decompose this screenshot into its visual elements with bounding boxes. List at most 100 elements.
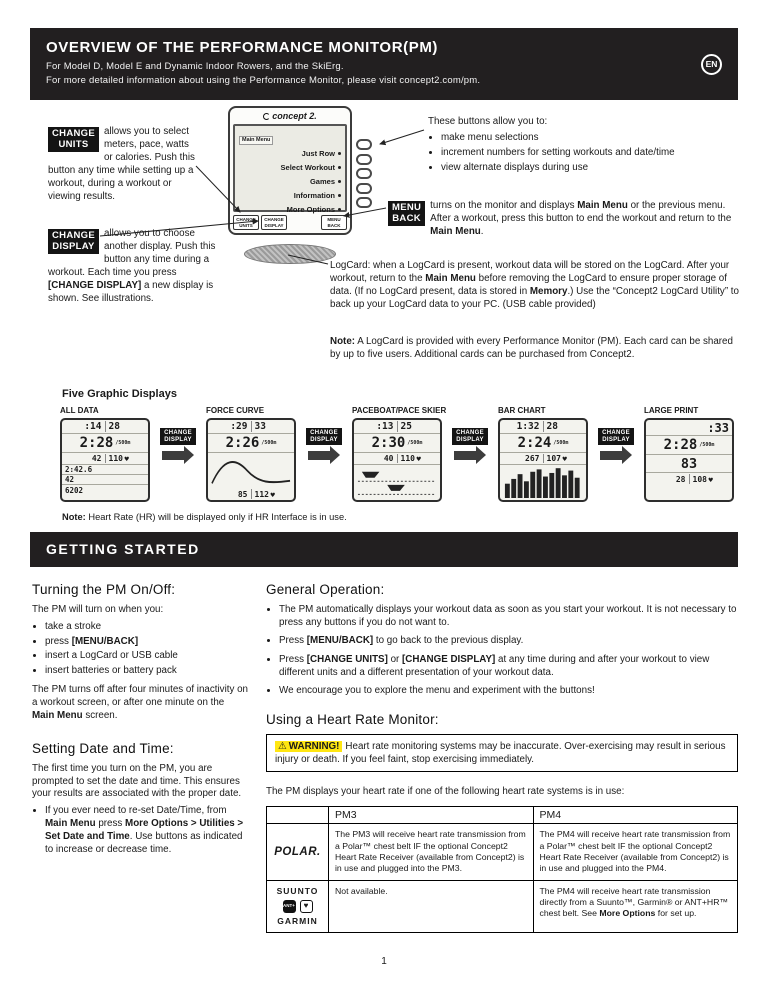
side-button (356, 139, 372, 150)
general-operation-heading: General Operation: (266, 582, 385, 597)
hr-note: Note: Heart Rate (HR) will be displayed … (62, 512, 347, 522)
logcard-paragraph: LogCard: when a LogCard is present, work… (330, 260, 739, 310)
buttons-info-item: make menu selections (441, 132, 740, 145)
buttons-info-title: These buttons allow you to: (428, 116, 548, 127)
menu-dot-icon (338, 207, 341, 211)
divider (396, 421, 398, 432)
on-off-item: insert batteries or battery pack (45, 665, 248, 678)
table-row-suunto-garmin: SUUNTO ANT+ ♥ GARMIN Not available. The … (266, 879, 738, 933)
heart-icon: ♥ (415, 456, 422, 463)
on-off-outro: The PM turns off after four minutes of i… (32, 683, 248, 721)
polar-pm3-cell: The PM3 will receive heart rate transmis… (328, 823, 534, 881)
badge-line: UNITS (58, 138, 89, 150)
divider (104, 421, 106, 432)
heart-rate-table: PM3 PM4 POLAR. The PM3 will receive hear… (266, 806, 738, 933)
warning-chip: ⚠WARNING! (275, 741, 343, 753)
polar-logo-cell: POLAR. (266, 823, 329, 881)
divider (688, 474, 690, 484)
right-arrow-icon (308, 446, 340, 465)
heart-icon: ♥ (561, 456, 568, 463)
belt-icons: ANT+ ♥ (273, 899, 322, 913)
on-off-item: insert a LogCard or USB cable (45, 650, 248, 663)
heart-rate-heading: Using a Heart Rate Monitor: (266, 712, 439, 728)
pm-menu-back-button: MENU BACK (321, 215, 347, 230)
logcard-note: Note: A LogCard is provided with every P… (330, 336, 733, 360)
table-header-row: PM3 PM4 (266, 806, 738, 825)
suunto-logo: SUUNTO (276, 885, 319, 896)
header-subtitle-info: For more detailed information about usin… (46, 75, 481, 86)
language-badge: EN (701, 54, 722, 75)
logcard-slot (244, 244, 336, 264)
pm-body: concept 2. Main Menu Just Row Select Wor… (228, 106, 352, 235)
header-subtitle-models: For Model D, Model E and Dynamic Indoor … (46, 61, 344, 72)
badge-line: MENU (392, 202, 422, 213)
buttons-info-item: increment numbers for setting workouts a… (441, 147, 740, 160)
overview-header-banner: OVERVIEW OF THE PERFORMANCE MONITOR(PM) … (30, 28, 738, 100)
side-button (356, 182, 372, 194)
heart-icon: ♥ (123, 456, 130, 463)
menu-back-text: turns on the monitor and displays Main M… (430, 200, 732, 237)
menu-back-description: MENU BACK turns on the monitor and displ… (388, 200, 740, 239)
bar-chart-graphic (500, 465, 586, 500)
pm-bottom-buttons: CHANGE UNITS CHANGE DISPLAY MENU BACK (233, 215, 347, 230)
menu-item-just-row: Just Row (239, 146, 341, 160)
on-off-heading: Turning the PM On/Off: (32, 582, 176, 597)
date-time-item: If you ever need to re-set Date/Time, fr… (45, 805, 248, 856)
heart-icon: ♥ (269, 491, 276, 499)
performance-monitor-illustration: concept 2. Main Menu Just Row Select Wor… (228, 106, 380, 235)
general-operation-item: Press [MENU/BACK] to go back to the prev… (279, 635, 738, 648)
badge-line: CHANGE (52, 230, 95, 241)
suunto-pm4-cell: The PM4 will receive heart rate transmis… (532, 879, 738, 933)
date-time-heading: Setting Date and Time: (32, 740, 174, 756)
polar-pm4-cell: The PM4 will receive heart rate transmis… (532, 823, 738, 881)
ant-plus-icon: ANT+ (282, 899, 296, 913)
divider (542, 421, 544, 432)
change-display-description: CHANGE DISPLAY allows you to choose anot… (48, 228, 220, 306)
paceboat-graphic (354, 465, 440, 500)
general-operation-item: Press [CHANGE UNITS] or [CHANGE DISPLAY]… (279, 654, 738, 680)
right-column: General Operation: The PM automatically … (266, 582, 738, 933)
brand-header-cell (266, 806, 329, 825)
right-arrow-icon (454, 446, 486, 465)
date-time-intro: The first time you turn on the PM, you a… (32, 762, 242, 800)
force-curve-graphic (208, 453, 294, 488)
buttons-info-list: make menu selections increment numbers f… (441, 132, 740, 175)
pm3-header: PM3 (328, 806, 534, 825)
pm-overview-diagram: CHANGE UNITS allows you to select meters… (30, 104, 740, 388)
badge-line: CHANGE (52, 128, 95, 139)
pm-side-buttons (356, 139, 372, 212)
general-operation-item: The PM automatically displays your worko… (279, 604, 738, 630)
change-units-text: allows you to select meters, pace, watts… (48, 126, 195, 202)
change-display-badge: CHANGE DISPLAY (48, 229, 99, 255)
warning-box: ⚠WARNING!Heart rate monitoring systems m… (266, 734, 738, 773)
page-title: OVERVIEW OF THE PERFORMANCE MONITOR(PM) (46, 39, 439, 56)
pm4-header: PM4 (532, 806, 738, 825)
concept2-logo-icon (263, 113, 271, 120)
table-row-polar: POLAR. The PM3 will receive heart rate t… (266, 823, 738, 881)
change-units-badge: CHANGE UNITS (48, 127, 99, 153)
divider (250, 421, 252, 432)
general-operation-item: We encourage you to explore the menu and… (279, 685, 738, 698)
badge-line: DISPLAY (52, 240, 95, 252)
side-button (356, 197, 372, 208)
concept2-logo: concept 2. (233, 111, 347, 124)
menu-item-information: Information (239, 188, 341, 202)
warning-icon: ⚠ (278, 741, 287, 753)
menu-item-more-options: More Options (239, 202, 341, 216)
menu-dot-icon (338, 151, 341, 155)
menu-back-badge: MENU BACK (388, 201, 426, 227)
